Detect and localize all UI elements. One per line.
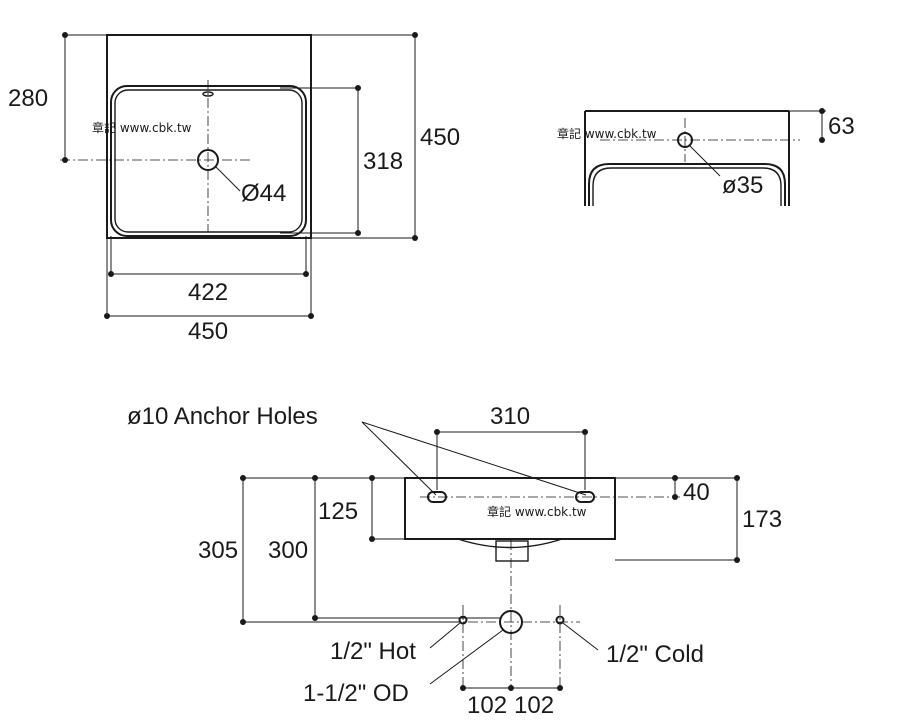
dim-dot bbox=[62, 157, 68, 163]
watermark: 章記 www.cbk.tw bbox=[92, 120, 192, 135]
dim-318-label: 318 bbox=[363, 148, 403, 175]
hot-water-supply bbox=[458, 615, 468, 625]
hot-label: 1/2" Hot bbox=[330, 638, 416, 665]
dim-dot bbox=[557, 685, 563, 691]
drain-od-label: 1-1/2" OD bbox=[303, 680, 409, 707]
dim-dot bbox=[734, 557, 740, 563]
dim-40-label: 40 bbox=[683, 479, 710, 506]
bowl-outline bbox=[110, 85, 307, 237]
dim-dot bbox=[240, 619, 246, 625]
dim-102-right-label: 102 bbox=[514, 692, 554, 719]
cold-leader bbox=[562, 622, 599, 651]
drain-hole bbox=[197, 149, 219, 171]
dim-dot bbox=[369, 536, 375, 542]
dim-dot bbox=[434, 429, 440, 435]
drain-diameter-label: Ø44 bbox=[241, 180, 286, 207]
dim-dot bbox=[508, 685, 514, 691]
dim-dot bbox=[308, 313, 314, 319]
anchor-leader-left bbox=[361, 421, 437, 496]
bowl-section-outer bbox=[588, 163, 786, 206]
dim-dot bbox=[62, 32, 68, 38]
basin-bottom-curve bbox=[457, 538, 563, 549]
drain-tail bbox=[495, 540, 529, 562]
cold-label: 1/2" Cold bbox=[606, 641, 704, 668]
dim-422-label: 422 bbox=[188, 279, 228, 306]
basin-front-outline bbox=[404, 477, 616, 540]
dim-305-label: 305 bbox=[198, 537, 238, 564]
dim-63-label: 63 bbox=[828, 113, 855, 140]
watermark: 章記 www.cbk.tw bbox=[557, 126, 657, 141]
side-view: ø35 章記 www.cbk.tw 63 bbox=[557, 108, 855, 206]
hole-diameter-label: ø35 bbox=[722, 172, 763, 199]
hot-leader bbox=[429, 622, 461, 649]
anchor-leader-right bbox=[361, 421, 587, 496]
bowl-inner-outline bbox=[114, 89, 303, 233]
dim-450-height-label: 450 bbox=[420, 124, 460, 151]
dim-dot bbox=[672, 494, 678, 500]
watermark: 章記 www.cbk.tw bbox=[487, 504, 587, 519]
dim-dot bbox=[412, 235, 418, 241]
drain-outlet bbox=[499, 610, 523, 634]
dim-dot bbox=[355, 230, 361, 236]
anchor-hole-right bbox=[575, 491, 595, 503]
anchor-holes-label: ø10 Anchor Holes bbox=[127, 403, 318, 430]
top-view: Ø44 章記 www.cbk.tw 280 450 318 422 bbox=[8, 32, 460, 345]
dim-300-label: 300 bbox=[268, 537, 308, 564]
dim-dot bbox=[240, 475, 246, 481]
dim-dot bbox=[104, 313, 110, 319]
dim-dot bbox=[460, 685, 466, 691]
dim-173-label: 173 bbox=[742, 506, 782, 533]
dim-dot bbox=[412, 32, 418, 38]
dim-dot bbox=[303, 271, 309, 277]
dim-dot bbox=[734, 475, 740, 481]
dim-dot bbox=[312, 475, 318, 481]
dim-dot bbox=[108, 271, 114, 277]
dim-310-label: 310 bbox=[490, 403, 530, 430]
anchor-hole-left bbox=[427, 491, 447, 503]
dim-dot bbox=[672, 475, 678, 481]
dim-280-label: 280 bbox=[8, 85, 48, 112]
dim-dot bbox=[355, 85, 361, 91]
basin-outline bbox=[106, 34, 312, 239]
wall-view: ø10 Anchor Holes 章記 www.cbk.tw 310 40 17… bbox=[127, 403, 782, 719]
drain-leader bbox=[215, 166, 241, 192]
dim-dot bbox=[819, 137, 825, 143]
dim-102-left-label: 102 bbox=[467, 692, 507, 719]
drain-leader bbox=[429, 629, 504, 685]
dim-dot bbox=[312, 615, 318, 621]
dim-dot bbox=[819, 108, 825, 114]
faucet-hole bbox=[677, 132, 693, 148]
hole-leader bbox=[689, 145, 721, 177]
dim-dot bbox=[369, 475, 375, 481]
bowl-section-inner bbox=[592, 167, 782, 206]
cold-water-supply bbox=[555, 615, 565, 625]
dim-dot bbox=[582, 429, 588, 435]
dim-450-width-label: 450 bbox=[188, 318, 228, 345]
dim-125-label: 125 bbox=[318, 498, 358, 525]
overflow-slot bbox=[202, 91, 214, 97]
